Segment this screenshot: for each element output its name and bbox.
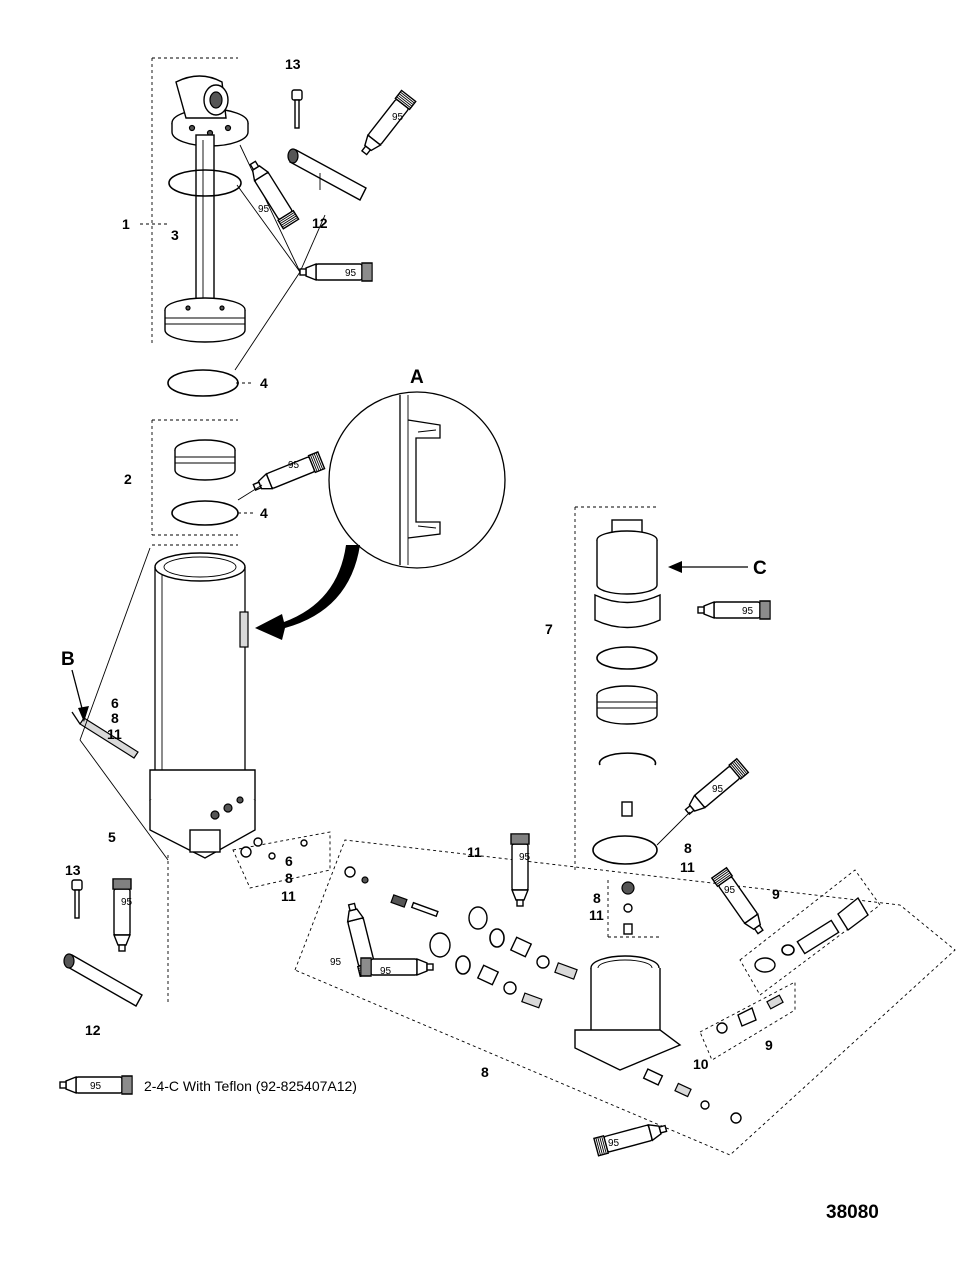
sealant-tube-lower-pin bbox=[112, 878, 132, 952]
detail-arrow bbox=[255, 545, 360, 640]
sealant-tube-manifold-3 bbox=[360, 957, 434, 977]
sealant-tube-manifold-1 bbox=[510, 833, 530, 907]
bleed-screw-b bbox=[71, 711, 139, 759]
check-valve-parts bbox=[607, 880, 660, 938]
tube-label: 95 bbox=[724, 885, 736, 896]
view-letter-a: A bbox=[410, 367, 424, 388]
tube-label: 95 bbox=[380, 966, 392, 977]
trim-cylinder-5 bbox=[149, 552, 256, 859]
tube-label: 95 bbox=[345, 268, 357, 279]
sealant-tube-valve-10 bbox=[593, 1119, 669, 1157]
callout-9: 9 bbox=[772, 886, 780, 902]
view-letter-b: B bbox=[61, 649, 75, 670]
callout-11: 11 bbox=[680, 859, 695, 875]
callout-10: 10 bbox=[693, 1056, 709, 1072]
cylinder-valve-parts bbox=[232, 831, 331, 889]
screw-13-upper bbox=[291, 89, 303, 129]
callout-6: 6 bbox=[111, 695, 119, 711]
tube-label: 95 bbox=[121, 897, 133, 908]
sealant-tube-manual-release bbox=[711, 867, 769, 938]
fitting-parts-9 bbox=[699, 869, 881, 1061]
tube-label: 95 bbox=[392, 112, 404, 123]
callout-1: 1 bbox=[122, 216, 130, 232]
sealant-tube-piston bbox=[250, 451, 326, 497]
sealant-tube-rod bbox=[244, 157, 300, 230]
pivot-pin-12-upper bbox=[287, 148, 367, 201]
tube-label: 95 bbox=[258, 204, 270, 215]
piston-assembly-2 bbox=[151, 419, 239, 536]
callout-5: 5 bbox=[108, 829, 116, 845]
callout-11: 11 bbox=[589, 907, 604, 923]
reservoir-assembly-7 bbox=[574, 506, 661, 870]
callout-8: 8 bbox=[481, 1064, 489, 1080]
callout-11: 11 bbox=[281, 888, 296, 904]
callout-13: 13 bbox=[65, 862, 81, 878]
tube-label: 95 bbox=[742, 606, 754, 617]
tube-label: 95 bbox=[288, 460, 300, 471]
o-ring-4-upper bbox=[167, 369, 239, 397]
figure-number: 38080 bbox=[826, 1202, 879, 1223]
callout-8: 8 bbox=[285, 870, 293, 886]
callout-11: 11 bbox=[467, 844, 482, 860]
tube-label: 95 bbox=[608, 1138, 620, 1149]
legend: 95 2-4-C With Teflon (92-825407A12) bbox=[59, 1075, 357, 1095]
callout-4: 4 bbox=[260, 375, 268, 391]
callout-labels: 1 3 4 2 4 13 12 6 8 11 5 6 8 11 13 12 7 … bbox=[61, 56, 780, 1080]
callout-8: 8 bbox=[684, 840, 692, 856]
callout-12: 12 bbox=[85, 1022, 101, 1038]
manifold-small-parts bbox=[344, 866, 578, 1009]
callout-8: 8 bbox=[111, 710, 119, 726]
callout-13: 13 bbox=[285, 56, 301, 72]
callout-11: 11 bbox=[107, 726, 122, 742]
callout-7: 7 bbox=[545, 621, 553, 637]
callout-6: 6 bbox=[285, 853, 293, 869]
sealant-tube-rod-seal bbox=[299, 262, 373, 282]
legend-tube-label: 95 bbox=[90, 1081, 102, 1092]
callout-12: 12 bbox=[312, 215, 328, 231]
sealant-tube-reservoir bbox=[697, 600, 771, 620]
tube-label: 95 bbox=[519, 852, 531, 863]
callout-2: 2 bbox=[124, 471, 132, 487]
callout-9: 9 bbox=[765, 1037, 773, 1053]
callout-3: 3 bbox=[171, 227, 179, 243]
pivot-pin-12-lower bbox=[63, 953, 143, 1007]
sealant-tube-upper-pin bbox=[356, 89, 417, 159]
detail-view-a bbox=[328, 391, 506, 569]
screw-13-lower bbox=[71, 879, 83, 919]
callout-4: 4 bbox=[260, 505, 268, 521]
pump-manifold-8 bbox=[294, 839, 956, 1156]
tube-label: 95 bbox=[712, 784, 724, 795]
callout-8: 8 bbox=[593, 890, 601, 906]
detail-a-contents bbox=[399, 395, 441, 565]
valve-parts-10 bbox=[642, 1068, 742, 1124]
piston-rod-assembly bbox=[151, 57, 249, 345]
tube-label: 95 bbox=[330, 957, 342, 968]
legend-text: 2-4-C With Teflon (92-825407A12) bbox=[144, 1078, 357, 1094]
view-letter-c: C bbox=[753, 558, 767, 579]
